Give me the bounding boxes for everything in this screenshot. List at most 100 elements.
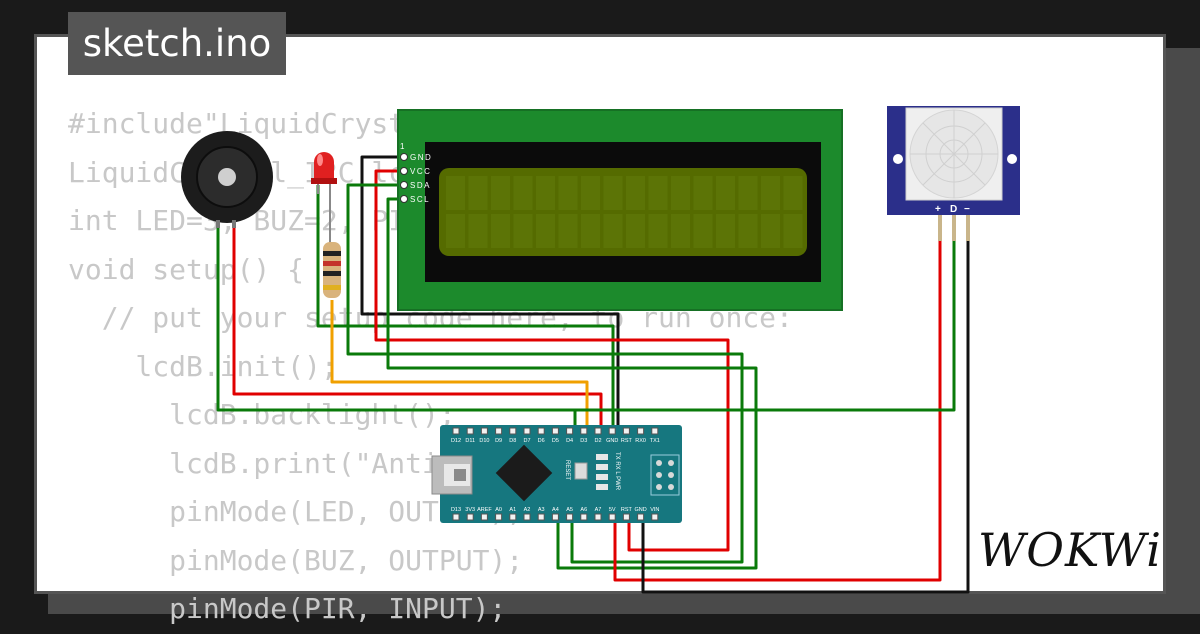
nano-pin[interactable]	[537, 513, 545, 521]
nano-pin[interactable]	[523, 513, 531, 521]
lcd-cell	[536, 214, 555, 248]
wire-lcd-gnd[interactable]	[360, 155, 620, 428]
nano-pin[interactable]	[480, 513, 488, 521]
lcd-cell	[716, 214, 735, 248]
pir-sensor[interactable]: + D −	[887, 106, 1020, 241]
nano-pin-label: D3	[580, 438, 587, 444]
code-line: void setup() {	[68, 252, 305, 286]
wire-pir-data[interactable]	[575, 215, 956, 412]
wire-lcd-vcc[interactable]	[374, 169, 730, 552]
nano-pin-label: RST	[621, 507, 633, 513]
lcd-pin[interactable]	[400, 181, 408, 189]
lcd-cell	[581, 214, 600, 248]
nano-pin[interactable]	[551, 513, 559, 521]
nano-pin-label: D11	[465, 438, 475, 444]
nano-pin[interactable]	[537, 427, 545, 435]
lcd-cell	[513, 214, 533, 248]
nano-pin[interactable]	[509, 513, 517, 521]
lcd-cell	[738, 176, 758, 210]
lcd-pin[interactable]	[400, 167, 408, 175]
lcd-cell	[491, 176, 510, 210]
lcd-cell	[716, 176, 735, 210]
nano-pin-label: VIN	[650, 507, 659, 513]
led-labels: TX RX L PWR	[614, 452, 620, 491]
nano-pin[interactable]	[622, 427, 630, 435]
nano-pin-label: A2	[524, 507, 531, 513]
nano-pin-label: D10	[479, 438, 489, 444]
lcd-cell	[761, 214, 780, 248]
reset-button[interactable]	[574, 462, 588, 480]
nano-pin[interactable]	[608, 427, 616, 435]
nano-pin-label: A3	[538, 507, 545, 513]
icsp-pin	[668, 484, 674, 490]
wire-buzzer-gnd[interactable]	[216, 200, 577, 428]
nano-pin[interactable]	[495, 513, 503, 521]
nano-pin[interactable]	[594, 427, 602, 435]
nano-pin-label: RST	[621, 438, 633, 444]
lcd-cell	[446, 214, 465, 248]
icsp-pin	[656, 472, 662, 478]
status-leds	[596, 454, 608, 490]
lcd-cell	[536, 176, 555, 210]
nano-pin[interactable]	[566, 427, 574, 435]
nano-pin[interactable]	[523, 427, 531, 435]
nano-pin-label: A1	[509, 507, 516, 513]
wire-pir-vcc[interactable]	[613, 215, 942, 582]
lcd-pin-1-label: 1	[400, 142, 405, 151]
wire-led-anode[interactable]	[316, 185, 615, 428]
nano-pin[interactable]	[509, 427, 517, 435]
wire-lcd-sda[interactable]	[346, 183, 744, 564]
nano-pin[interactable]	[608, 513, 616, 521]
nano-pin-label: A0	[495, 507, 502, 513]
nano-pin-label: D4	[566, 438, 573, 444]
reset-label: RESET	[564, 460, 570, 480]
lcd-pin[interactable]	[400, 195, 408, 203]
lcd-character-grid	[446, 176, 803, 248]
nano-pin[interactable]	[466, 427, 474, 435]
lcd-cell	[558, 176, 578, 210]
nano-pin[interactable]	[622, 513, 630, 521]
nano-pin[interactable]	[466, 513, 474, 521]
lcd-pin[interactable]	[400, 153, 408, 161]
nano-pin[interactable]	[594, 513, 602, 521]
nano-pin[interactable]	[580, 427, 588, 435]
lcd-pin-label: SDA	[410, 181, 431, 190]
lcd-cell	[626, 214, 645, 248]
nano-pin-label: D13	[451, 507, 461, 513]
nano-pin-label: D7	[523, 438, 530, 444]
lcd-pin-label: VCC	[410, 167, 431, 176]
lcd-cell	[603, 176, 623, 210]
lcd-cell	[446, 176, 465, 210]
nano-pin[interactable]	[651, 427, 659, 435]
nano-pin[interactable]	[580, 513, 588, 521]
mini-usb-icon	[431, 455, 473, 495]
nano-pin-label: D9	[495, 438, 502, 444]
nano-pin[interactable]	[651, 513, 659, 521]
resistor-icon[interactable]	[323, 242, 341, 298]
nano-pin-label: RX0	[635, 438, 646, 444]
led-red-icon[interactable]	[311, 152, 337, 244]
icsp-pin	[656, 484, 662, 490]
wire-pir-gnd[interactable]	[641, 215, 970, 594]
wire-lcd-scl[interactable]	[386, 197, 758, 570]
icsp-pins	[656, 460, 674, 490]
nano-pin[interactable]	[551, 427, 559, 435]
nano-pin[interactable]	[495, 427, 503, 435]
buzzer-icon[interactable]	[181, 131, 273, 228]
nano-pin-label: D6	[538, 438, 545, 444]
lcd-cell	[761, 176, 780, 210]
nano-pin[interactable]	[637, 513, 645, 521]
lcd-cell	[783, 176, 803, 210]
nano-pin[interactable]	[480, 427, 488, 435]
nano-pin[interactable]	[452, 513, 460, 521]
lcd-cell	[558, 214, 578, 248]
nano-pin[interactable]	[637, 427, 645, 435]
file-tab[interactable]: sketch.ino	[68, 12, 286, 75]
nano-pin[interactable]	[566, 513, 574, 521]
nano-pin[interactable]	[452, 427, 460, 435]
wire-resistor-pin3[interactable]	[330, 300, 589, 428]
